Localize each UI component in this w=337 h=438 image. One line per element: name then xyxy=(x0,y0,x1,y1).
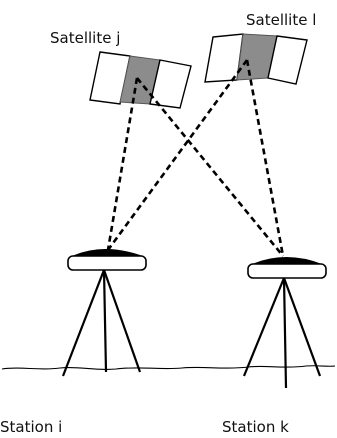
station-i-tripod-leg-right xyxy=(104,270,140,372)
satellite-j-icon xyxy=(90,52,191,108)
satellite-l-icon xyxy=(205,34,307,84)
satellite-j-label: Satellite j xyxy=(50,29,120,47)
station-i-tripod-leg-center xyxy=(104,270,106,372)
signal-path-j-i xyxy=(108,78,137,250)
station-k-tripod-leg-left xyxy=(244,278,284,376)
station-i-receiver-icon xyxy=(63,249,146,376)
station-k-label: Station k xyxy=(222,418,289,436)
satellite-l-label: Satellite l xyxy=(246,11,316,29)
signal-path-j-k xyxy=(137,78,283,256)
station-i-tripod-leg-left xyxy=(63,270,104,376)
station-k-receiver-icon xyxy=(244,257,326,388)
station-k-tripod-leg-center xyxy=(284,278,286,388)
station-i-antenna-dome xyxy=(72,249,143,256)
station-k-antenna-base xyxy=(248,264,326,278)
station-k-tripod-leg-right xyxy=(284,278,320,376)
signal-path-l-k xyxy=(247,60,283,256)
station-i-label: Station i xyxy=(0,418,62,436)
station-k-antenna-dome xyxy=(252,257,322,264)
station-i-antenna-base xyxy=(68,256,146,270)
